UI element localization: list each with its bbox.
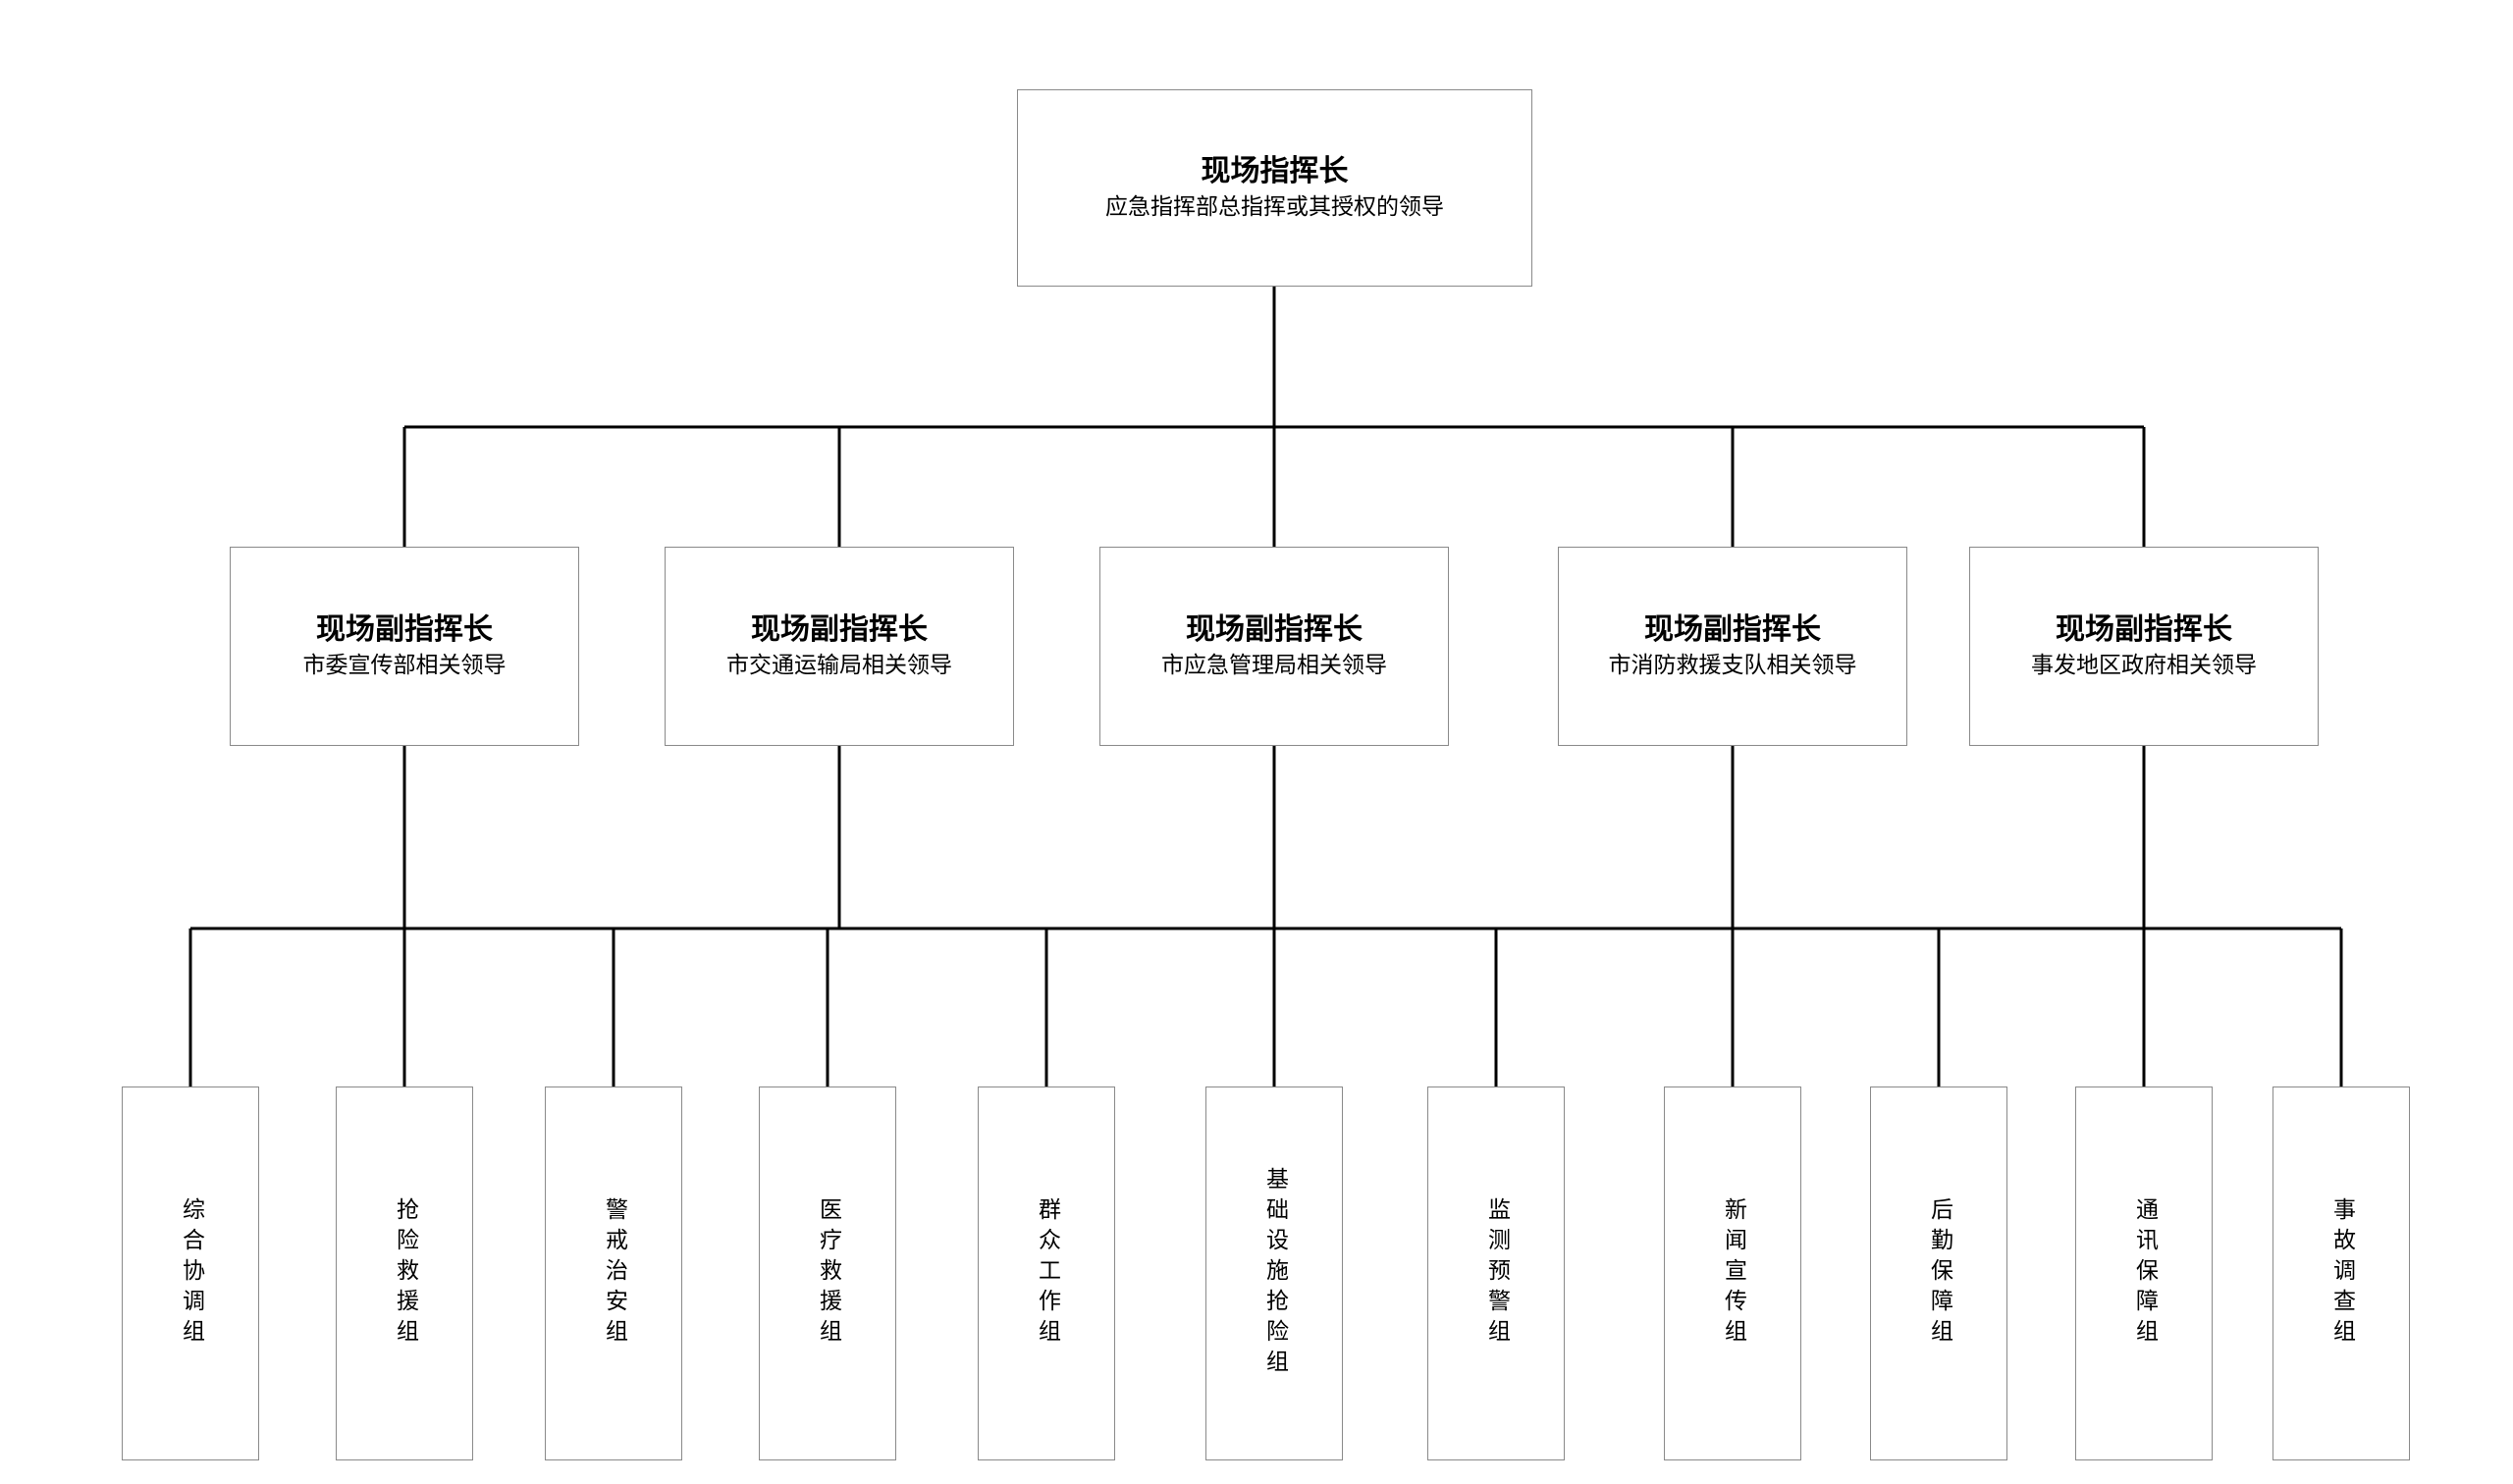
deputy-title: 现场副指挥长 bbox=[751, 612, 928, 648]
working-group-label: 后勤保障组 bbox=[1926, 1197, 1952, 1350]
deputy-commander-box: 现场副指挥长 事发地区政府相关领导 bbox=[1969, 547, 2319, 746]
commander-box: 现场指挥长 应急指挥部总指挥或其授权的领导 bbox=[1017, 89, 1532, 287]
deputy-subtitle: 市消防救援支队相关领导 bbox=[1608, 653, 1857, 679]
working-group-label: 监测预警组 bbox=[1483, 1197, 1510, 1350]
working-group-label: 警戒治安组 bbox=[601, 1197, 627, 1350]
deputy-subtitle: 市应急管理局相关领导 bbox=[1161, 653, 1387, 679]
deputy-subtitle: 市委宣传部相关领导 bbox=[302, 653, 507, 679]
deputy-commander-box: 现场副指挥长 市应急管理局相关领导 bbox=[1099, 547, 1449, 746]
working-group-label: 基础设施抢险组 bbox=[1261, 1167, 1288, 1380]
deputy-commander-box: 现场副指挥长 市交通运输局相关领导 bbox=[665, 547, 1014, 746]
working-group-box: 后勤保障组 bbox=[1870, 1086, 2007, 1460]
working-group-box: 综合协调组 bbox=[122, 1086, 259, 1460]
working-group-box: 事故调查组 bbox=[2272, 1086, 2410, 1460]
working-group-label: 群众工作组 bbox=[1034, 1197, 1060, 1350]
working-group-box: 通讯保障组 bbox=[2075, 1086, 2213, 1460]
working-group-box: 抢险救援组 bbox=[336, 1086, 473, 1460]
working-group-label: 新闻宣传组 bbox=[1720, 1197, 1746, 1350]
working-group-box: 群众工作组 bbox=[978, 1086, 1115, 1460]
working-group-box: 监测预警组 bbox=[1427, 1086, 1565, 1460]
working-group-label: 综合协调组 bbox=[178, 1197, 204, 1350]
working-group-box: 医疗救援组 bbox=[759, 1086, 896, 1460]
deputy-title: 现场副指挥长 bbox=[1644, 612, 1821, 648]
working-group-label: 事故调查组 bbox=[2328, 1197, 2355, 1350]
working-group-box: 新闻宣传组 bbox=[1664, 1086, 1801, 1460]
commander-subtitle: 应急指挥部总指挥或其授权的领导 bbox=[1105, 194, 1444, 221]
working-group-box: 基础设施抢险组 bbox=[1205, 1086, 1343, 1460]
deputy-subtitle: 市交通运输局相关领导 bbox=[726, 653, 952, 679]
working-group-label: 抢险救援组 bbox=[392, 1197, 418, 1350]
deputy-title: 现场副指挥长 bbox=[316, 612, 493, 648]
working-group-label: 医疗救援组 bbox=[815, 1197, 841, 1350]
commander-title: 现场指挥长 bbox=[1201, 154, 1349, 189]
deputy-title: 现场副指挥长 bbox=[1186, 612, 1363, 648]
deputy-title: 现场副指挥长 bbox=[2056, 612, 2232, 648]
working-group-label: 通讯保障组 bbox=[2131, 1197, 2158, 1350]
deputy-commander-box: 现场副指挥长 市消防救援支队相关领导 bbox=[1558, 547, 1907, 746]
deputy-commander-box: 现场副指挥长 市委宣传部相关领导 bbox=[230, 547, 579, 746]
working-group-box: 警戒治安组 bbox=[545, 1086, 682, 1460]
deputy-subtitle: 事发地区政府相关领导 bbox=[2031, 653, 2257, 679]
